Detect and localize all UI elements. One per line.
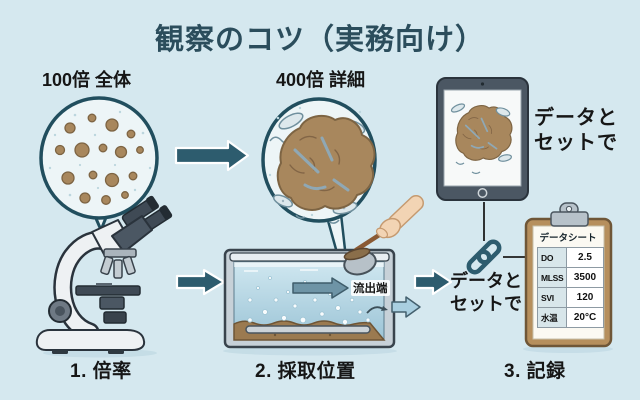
datasheet-table: DO 2.5 MLSS 3500 SVI 120 水温 20°C	[537, 247, 604, 328]
chain-link-icon	[466, 239, 502, 275]
step-label-magnification: 1. 倍率	[70, 361, 132, 382]
tablet-note: データと セットで	[534, 106, 618, 156]
arrow-right-icon-3	[413, 268, 453, 296]
magnifier-circle-400x	[261, 97, 377, 305]
label-400x: 400倍 詳細	[276, 70, 366, 90]
hand-ladle-illustration	[343, 195, 424, 276]
table-row: 水温 20°C	[537, 307, 604, 328]
link-note-line1: データと	[450, 271, 522, 291]
tablet-note-line1: データと	[534, 107, 618, 129]
label-100x: 100倍 全体	[42, 70, 132, 90]
tablet-camera-dot	[480, 82, 485, 86]
arrow-right-icon	[174, 139, 250, 172]
step-label-record: 3. 記録	[504, 361, 566, 382]
tablet-illustration	[436, 77, 529, 201]
link-note: データと セットで	[450, 270, 522, 316]
datasheet-title: データシート	[539, 233, 597, 244]
table-row: MLSS 3500	[537, 267, 604, 288]
datasheet-key: SVI	[537, 287, 567, 308]
outflow-label: 流出端	[351, 280, 390, 296]
microscope-illustration	[35, 195, 173, 354]
datasheet-value: 120	[566, 287, 604, 308]
activated-sludge-floc	[276, 114, 376, 211]
sample-tank-illustration	[223, 248, 421, 349]
page-title: 観察のコツ（実務向け）	[154, 24, 485, 56]
datasheet-key: 水温	[537, 307, 567, 328]
magnifier-circle-100x	[39, 96, 159, 232]
datasheet-value: 20°C	[566, 307, 604, 328]
datasheet-key: MLSS	[537, 267, 567, 288]
floc-specks	[54, 113, 144, 205]
arrow-right-icon-2	[175, 268, 226, 296]
datasheet-value: 3500	[566, 267, 604, 288]
datasheet-key: DO	[537, 247, 567, 268]
table-row: DO 2.5	[537, 247, 604, 268]
flow-arrow-icon	[292, 277, 349, 299]
step-label-sampling-position: 2. 採取位置	[255, 361, 356, 382]
tablet-home-button	[477, 188, 488, 198]
outflow-arrow-icon	[391, 296, 421, 318]
link-note-line2: セットで	[450, 294, 522, 314]
table-row: SVI 120	[537, 287, 604, 308]
tablet-note-line2: セットで	[534, 132, 618, 154]
datasheet-value: 2.5	[566, 247, 604, 268]
